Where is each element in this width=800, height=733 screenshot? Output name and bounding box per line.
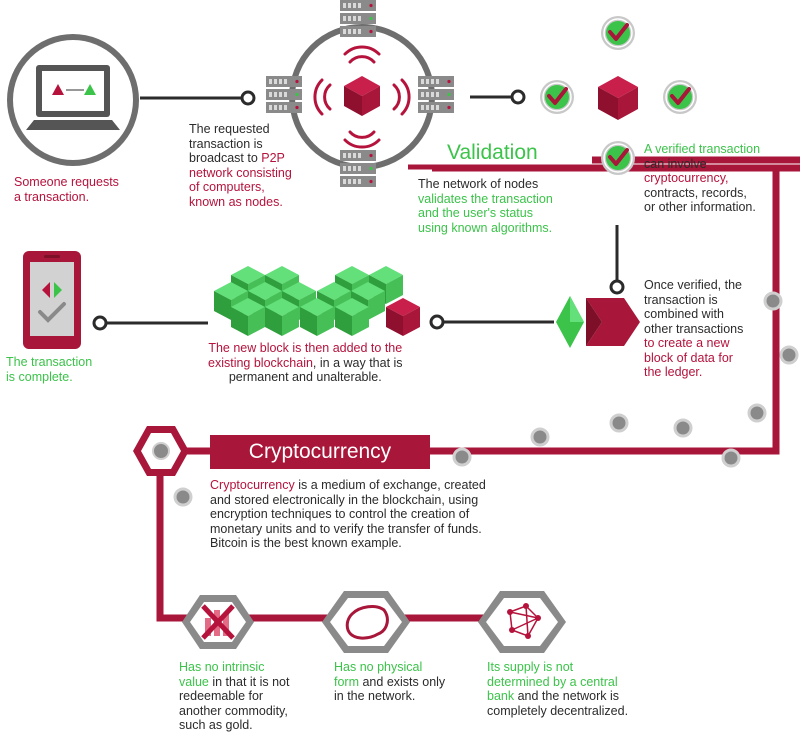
checkmark-icon xyxy=(538,78,576,116)
block-added-text: The new block is then added to the exist… xyxy=(208,341,403,384)
server-icon xyxy=(418,76,454,113)
no-value-icon xyxy=(182,595,254,649)
cryptocurrency-title: Cryptocurrency xyxy=(210,435,430,469)
validation-title: Validation xyxy=(447,141,538,164)
complete-text: The transaction is complete. xyxy=(6,355,93,384)
network-ring xyxy=(266,0,454,187)
phone-icon xyxy=(23,251,81,349)
connector-node-5 xyxy=(92,315,108,331)
property-no-form-text: Has no physical form and exists only in … xyxy=(334,660,446,703)
block-cube-icon xyxy=(344,76,380,116)
step1-text: Someone requests a transaction. xyxy=(14,175,119,204)
signal-waves-icon xyxy=(313,45,411,149)
connector-node-2 xyxy=(510,89,526,105)
connector-node-3 xyxy=(609,279,625,295)
step2-text: The requested transaction is broadcast t… xyxy=(189,122,292,209)
chevron-arrow-icon xyxy=(556,296,640,348)
map-shape-icon xyxy=(322,591,410,653)
blockchain-cubes-icon xyxy=(214,266,420,336)
combined-text: Once verified, the transaction is combin… xyxy=(644,278,744,379)
verified-text: A verified transaction can involve crypt… xyxy=(644,142,761,214)
network-icon xyxy=(478,591,566,653)
hexagon-node xyxy=(133,426,189,476)
connector-node-1 xyxy=(240,90,256,106)
connector-node-4 xyxy=(429,314,445,330)
checkmark-icon xyxy=(661,78,699,116)
checkmark-icon xyxy=(599,139,637,177)
validation-text: The network of nodes validates the trans… xyxy=(418,177,553,235)
block-cube-icon xyxy=(598,76,638,120)
server-icon xyxy=(340,150,376,187)
laptop-icon xyxy=(7,34,139,166)
checkmark-icon xyxy=(599,14,637,52)
property-supply-text: Its supply is not determined by a centra… xyxy=(487,660,629,718)
property-no-value-text: Has no intrinsic value in that it is not… xyxy=(179,660,290,732)
server-icon xyxy=(340,0,376,37)
server-icon xyxy=(266,76,302,113)
decor-dots xyxy=(173,291,799,507)
cryptocurrency-text: Cryptocurrency is a medium of exchange, … xyxy=(210,478,486,550)
